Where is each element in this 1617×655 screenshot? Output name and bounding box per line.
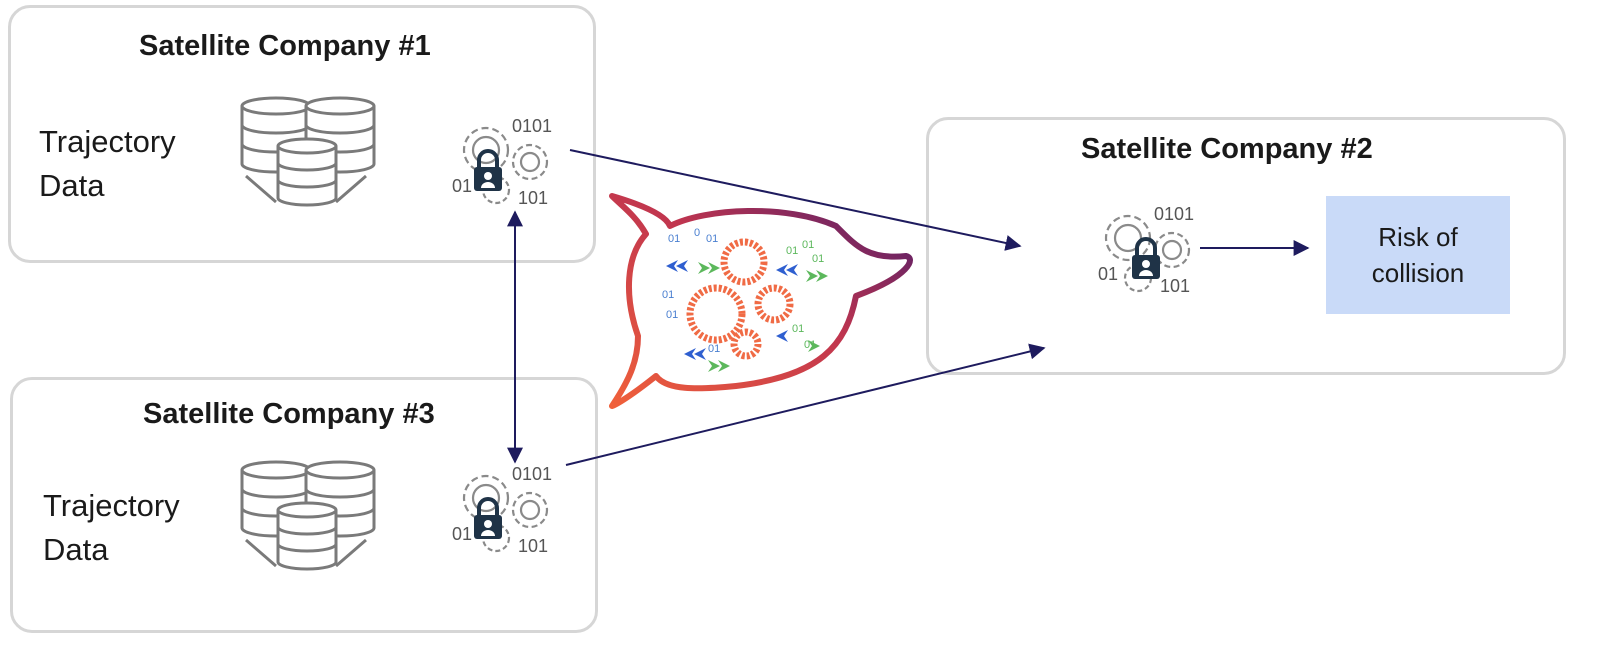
trajectory-data-label-line-1: Trajectory: [39, 124, 176, 159]
svg-text:01: 01: [666, 309, 678, 321]
secure-computation-icon: 0101 01 101: [452, 464, 552, 556]
lock-icon: [1132, 237, 1160, 279]
binary-text-bottom: 101: [518, 188, 548, 208]
binary-text-left: 01: [452, 176, 472, 196]
binary-text-left: 01: [452, 524, 472, 544]
trajectory-data-label-line-1: Trajectory: [43, 488, 180, 523]
svg-text:01: 01: [708, 343, 720, 355]
svg-text:01: 01: [706, 233, 718, 245]
trajectory-data-label-line-2: Data: [43, 532, 109, 567]
binary-text-top: 0101: [512, 464, 552, 484]
binary-text-left: 01: [1098, 264, 1118, 284]
risk-of-collision-output: Risk of collision: [1326, 196, 1510, 314]
risk-output-line-1: Risk of: [1378, 222, 1458, 252]
trajectory-data-label-line-2: Data: [39, 168, 105, 203]
arrow-company1-to-company2: [569, 149, 1022, 251]
satellite-company-1-title: Satellite Company #1: [139, 30, 431, 62]
secure-computation-icon: 0101 01 101: [1098, 204, 1194, 296]
trajectory-data-label: Trajectory Data: [39, 120, 176, 208]
lock-icon: [474, 149, 502, 191]
arrow-company3-to-company2: [565, 343, 1046, 466]
svg-text:01: 01: [662, 289, 674, 301]
binary-text-top: 0101: [512, 116, 552, 136]
satellite-company-3-title: Satellite Company #3: [143, 398, 435, 430]
satellite-company-2-title: Satellite Company #2: [1081, 133, 1373, 165]
satellite-company-3-box: Satellite Company #3 Trajectory Data: [10, 377, 598, 633]
svg-text:01: 01: [792, 323, 804, 335]
database-icon: [240, 96, 376, 207]
svg-text:01: 01: [812, 253, 824, 265]
binary-text-top: 0101: [1154, 204, 1194, 224]
trajectory-data-label: Trajectory Data: [43, 484, 180, 572]
svg-text:01: 01: [786, 245, 798, 257]
risk-output-line-2: collision: [1371, 258, 1465, 288]
satellite-company-1-box: Satellite Company #1 Trajectory Data: [8, 5, 596, 263]
secure-computation-icon: 0101 01 101: [452, 116, 552, 208]
binary-text-bottom: 101: [518, 536, 548, 556]
lock-icon: [474, 497, 502, 539]
binary-text-bottom: 101: [1160, 276, 1190, 296]
svg-text:01: 01: [802, 239, 814, 251]
svg-text:0: 0: [694, 227, 700, 239]
database-icon: [240, 460, 376, 571]
svg-text:01: 01: [668, 233, 680, 245]
